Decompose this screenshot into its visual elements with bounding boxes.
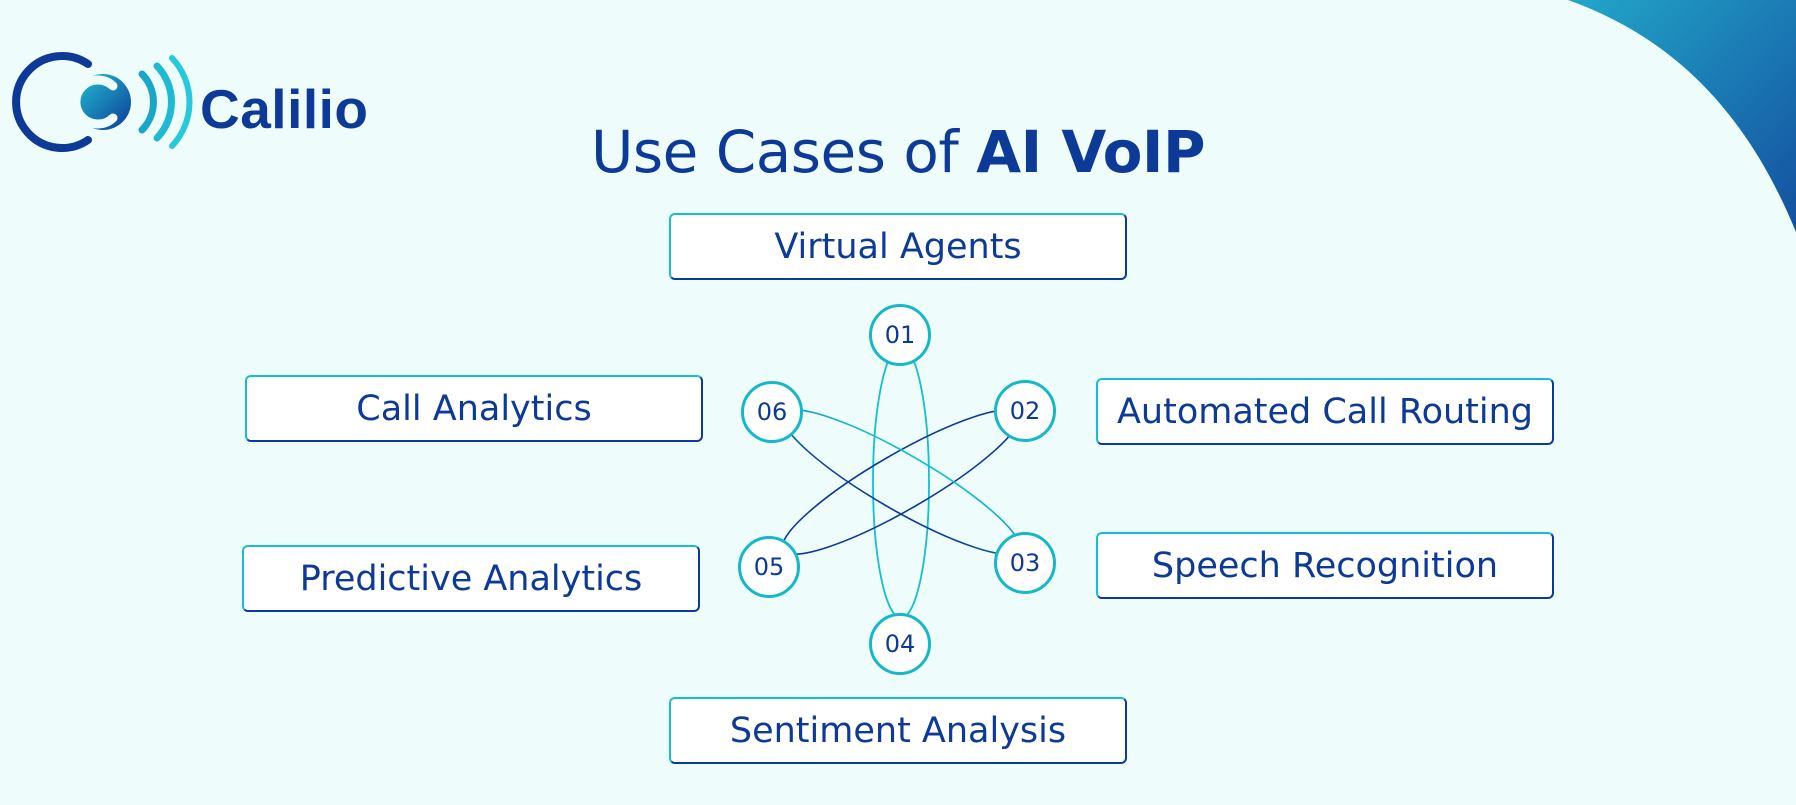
node-02: 02 (994, 380, 1056, 442)
use-case-box-sentiment-analysis: Sentiment Analysis (669, 697, 1127, 764)
page-title: Use Cases of AI VoIP (0, 112, 1796, 192)
node-05: 05 (738, 536, 800, 598)
use-case-box-call-analytics: Call Analytics (245, 375, 703, 442)
use-case-box-speech-recognition: Speech Recognition (1096, 532, 1554, 599)
connector-02-05 (781, 409, 1021, 555)
node-01: 01 (869, 304, 931, 366)
title-bold: AI VoIP (976, 118, 1206, 186)
node-03: 03 (994, 532, 1056, 594)
use-case-label: Call Analytics (356, 388, 592, 429)
use-case-label: Sentiment Analysis (729, 710, 1067, 751)
connector-01-04 (872, 345, 930, 619)
brand-name: Calilio (200, 78, 369, 140)
node-04: 04 (869, 613, 931, 675)
use-case-label: Automated Call Routing (1116, 391, 1534, 432)
calilio-logo-icon (12, 52, 193, 152)
use-case-label: Speech Recognition (1151, 545, 1499, 586)
connector-lines (781, 345, 1021, 619)
use-case-box-virtual-agents: Virtual Agents (669, 213, 1127, 280)
title-light: Use Cases of (590, 118, 977, 186)
use-case-box-predictive-analytics: Predictive Analytics (242, 545, 700, 612)
use-case-label: Virtual Agents (774, 226, 1022, 267)
connector-06-03 (781, 409, 1021, 555)
corner-arc-decoration (1568, 0, 1796, 232)
use-case-label: Predictive Analytics (299, 558, 643, 599)
use-case-box-automated-call-routing: Automated Call Routing (1096, 378, 1554, 445)
node-06: 06 (741, 381, 803, 443)
